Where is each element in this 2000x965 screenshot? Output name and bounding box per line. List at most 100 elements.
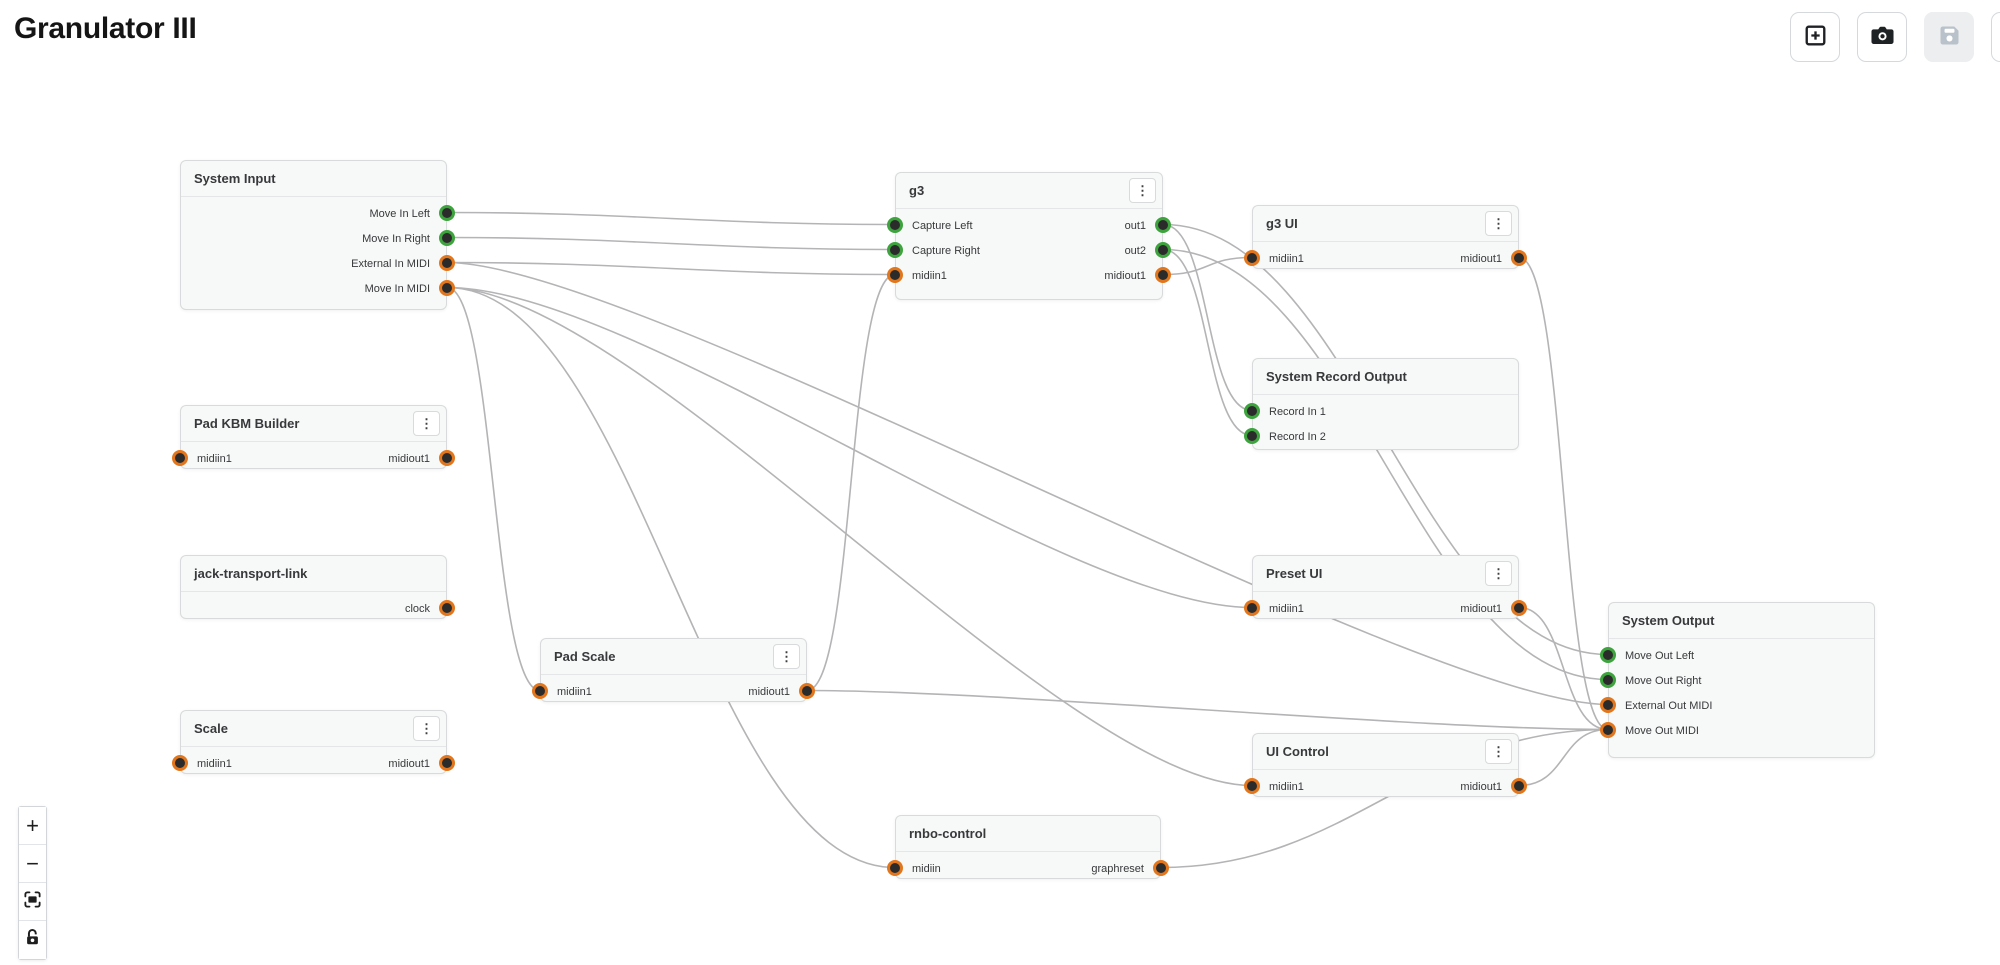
port-preset-ui-midiout1[interactable]	[1511, 599, 1527, 616]
port-label-midiin1: midiin1	[197, 757, 232, 770]
kebab-menu-icon: ⋮	[780, 649, 793, 664]
port-row: Move Out MIDI	[1609, 718, 1874, 743]
node-header[interactable]: Pad KBM Builder⋮	[181, 406, 446, 442]
port-scale-midiout1[interactable]	[439, 754, 455, 771]
add-node-button[interactable]	[1790, 12, 1840, 62]
zoom-controls: + −	[18, 806, 47, 960]
port-rnbo-control-graphreset[interactable]	[1153, 859, 1169, 876]
node-header[interactable]: UI Control⋮	[1253, 734, 1518, 770]
fit-view-button[interactable]	[19, 883, 46, 921]
port-system-record-output-record-in-1[interactable]	[1244, 402, 1260, 419]
port-g3-midiout1[interactable]	[1155, 266, 1171, 283]
lock-toggle-button[interactable]	[19, 921, 46, 959]
port-ui-control-midiout1[interactable]	[1511, 777, 1527, 794]
port-system-output-move-out-left[interactable]	[1600, 646, 1616, 663]
port-preset-ui-midiin1[interactable]	[1244, 599, 1260, 616]
minus-icon: −	[26, 850, 39, 876]
port-label-move-in-midi: Move In MIDI	[364, 282, 430, 295]
node-menu-button[interactable]: ⋮	[413, 716, 440, 741]
node-menu-button[interactable]: ⋮	[1485, 739, 1512, 764]
node-header[interactable]: Preset UI⋮	[1253, 556, 1518, 592]
save-button[interactable]	[1924, 12, 1974, 62]
node-header[interactable]: System Record Output	[1253, 359, 1518, 395]
zoom-out-button[interactable]: −	[19, 845, 46, 883]
port-label-midiout1: midiout1	[388, 757, 430, 770]
port-rnbo-control-midiin[interactable]	[887, 859, 903, 876]
port-g3-out1[interactable]	[1155, 216, 1171, 233]
port-system-output-move-out-midi[interactable]	[1600, 721, 1616, 738]
kebab-menu-icon: ⋮	[1492, 566, 1505, 581]
port-g3-out2[interactable]	[1155, 241, 1171, 258]
more-menu-button[interactable]	[1991, 12, 2000, 62]
port-system-input-move-in-left[interactable]	[439, 204, 455, 221]
node-scale[interactable]: Scale ⋮ midiin1 midiout1	[172, 710, 455, 774]
edge-wire	[1162, 248, 1609, 681]
port-pad-kbm-builder-midiout1[interactable]	[439, 449, 455, 466]
port-pad-scale-midiin1[interactable]	[532, 682, 548, 699]
node-header[interactable]: Scale ⋮	[181, 711, 446, 747]
node-header[interactable]: jack-transport-link	[181, 556, 446, 592]
node-header[interactable]: g3 ⋮	[896, 173, 1162, 209]
port-system-input-move-in-midi[interactable]	[439, 279, 455, 296]
fit-view-icon	[23, 889, 42, 915]
edge-wire	[446, 236, 896, 251]
node-title: g3	[909, 183, 925, 198]
node-menu-button[interactable]: ⋮	[1129, 178, 1156, 203]
port-pad-scale-midiout1[interactable]	[799, 682, 815, 699]
port-system-record-output-record-in-2[interactable]	[1244, 427, 1260, 444]
node-header[interactable]: Pad Scale⋮	[541, 639, 806, 675]
port-g3-ui-midiout1[interactable]	[1511, 249, 1527, 266]
port-g3-ui-midiin1[interactable]	[1244, 249, 1260, 266]
zoom-in-button[interactable]: +	[19, 807, 46, 845]
port-label-move-out-right: Move Out Right	[1625, 674, 1702, 687]
screenshot-button[interactable]	[1857, 12, 1907, 62]
node-title: Scale	[194, 721, 228, 736]
port-g3-capture-right[interactable]	[887, 241, 903, 258]
node-menu-button[interactable]: ⋮	[773, 644, 800, 669]
node-title: System Output	[1622, 613, 1715, 628]
node-header[interactable]: rnbo-control	[896, 816, 1160, 852]
port-system-input-move-in-right[interactable]	[439, 229, 455, 246]
node-title: rnbo-control	[909, 826, 987, 841]
port-pad-kbm-builder-midiin1[interactable]	[172, 449, 188, 466]
node-menu-button[interactable]: ⋮	[1485, 211, 1512, 236]
port-g3-midiin1[interactable]	[887, 266, 903, 283]
port-system-output-external-out-midi[interactable]	[1600, 696, 1616, 713]
node-menu-button[interactable]: ⋮	[413, 411, 440, 436]
edge-wire	[1162, 248, 1253, 437]
port-ui-control-midiin1[interactable]	[1244, 777, 1260, 794]
port-row: Move Out Left	[1609, 643, 1874, 668]
port-g3-capture-left[interactable]	[887, 216, 903, 233]
kebab-menu-icon: ⋮	[420, 416, 433, 431]
node-title: System Record Output	[1266, 369, 1407, 384]
node-menu-button[interactable]: ⋮	[1485, 561, 1512, 586]
port-system-output-move-out-right[interactable]	[1600, 671, 1616, 688]
port-label-midiout1: midiout1	[1460, 252, 1502, 265]
node-header[interactable]: System Input	[181, 161, 446, 197]
node-header[interactable]: System Output	[1609, 603, 1874, 639]
port-scale-midiin1[interactable]	[172, 754, 188, 771]
node-header[interactable]: g3 UI⋮	[1253, 206, 1518, 242]
port-system-input-external-in-midi[interactable]	[439, 254, 455, 271]
port-jack-transport-link-clock[interactable]	[439, 599, 455, 616]
